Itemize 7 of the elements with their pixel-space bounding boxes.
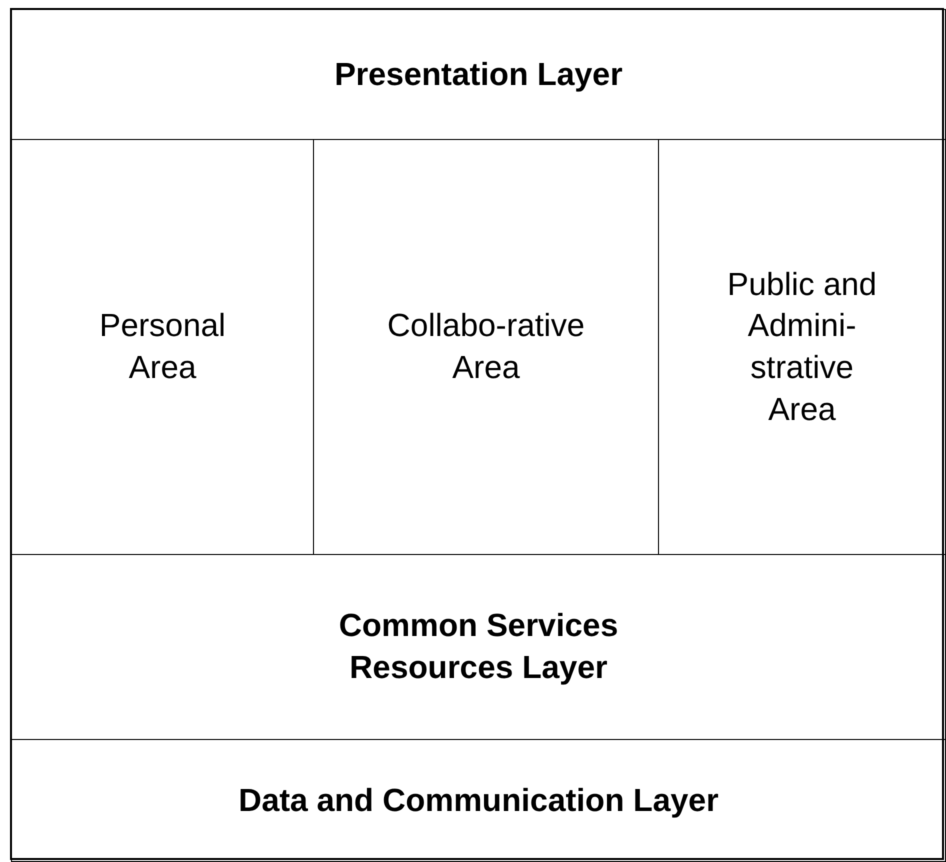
box-label: Presentation Layer xyxy=(334,54,623,94)
box-label: Personal Area xyxy=(98,306,227,387)
layer-box xyxy=(11,739,946,862)
box-label: Data and Communication Layer xyxy=(238,780,719,820)
box-label: Public and Admini-strative Area xyxy=(726,264,878,429)
box-label: Collabo-rative Area xyxy=(386,306,586,387)
box-label: Common Services Resources Layer xyxy=(338,606,620,687)
